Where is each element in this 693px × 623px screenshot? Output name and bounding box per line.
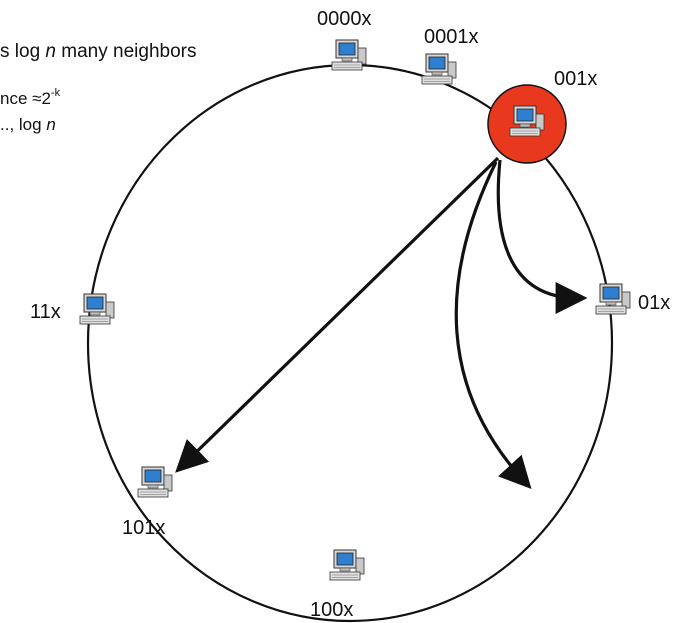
node-label-101x: 101x: [122, 517, 166, 539]
text-line-2-a: nce ≈2: [0, 89, 51, 108]
node-label-01x: 01x: [638, 292, 671, 314]
node-label-100x: 100x: [310, 599, 354, 621]
arrow-001x-to-101x: [175, 156, 500, 473]
node-label-001x: 001x: [554, 68, 598, 90]
node-label-11x: 11x: [30, 301, 61, 323]
text-line-1-a: s log: [0, 41, 46, 62]
text-line-3-a: .., log: [0, 115, 47, 134]
computer-icon-0000x: [331, 39, 367, 71]
arrow-001x-to-lower-right: [454, 161, 532, 490]
text-line-1-italic: n: [45, 41, 56, 62]
computer-icon-01x: [595, 283, 631, 315]
node-label-0000x: 0000x: [317, 8, 372, 30]
text-line-1: s log n many neighbors: [0, 41, 196, 63]
text-line-2-sup: -k: [50, 87, 61, 99]
computer-icon-11x: [79, 293, 115, 325]
node-label-0001x: 0001x: [424, 26, 479, 48]
text-line-1-b: many neighbors: [56, 41, 197, 62]
text-line-2: nce ≈2-k: [0, 88, 60, 110]
text-line-3: .., log n: [0, 114, 56, 136]
computer-icon-101x: [137, 466, 173, 498]
arrow-001x-to-01x: [496, 159, 588, 314]
computer-icon-100x: [329, 549, 365, 581]
computer-icon-0001x: [421, 53, 457, 85]
text-line-3-italic: n: [46, 115, 56, 134]
